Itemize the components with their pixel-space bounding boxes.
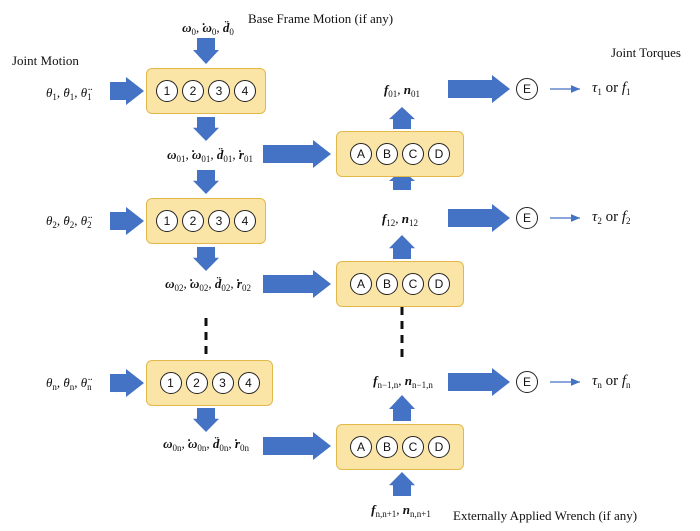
arrow-joint1-in (110, 77, 144, 105)
arrow-vel01-to-box (263, 140, 331, 168)
step-circle-d: D (428, 273, 450, 295)
joint-input-1: θ1, θ1, θ̈1 (46, 85, 92, 102)
step-circle-b: B (376, 143, 398, 165)
joint-motion-heading: Joint Motion (12, 53, 79, 68)
step-circle-2: 2 (185, 372, 208, 394)
step-circle-4: 4 (237, 372, 260, 394)
arrow-joint2-in (110, 207, 144, 235)
torque-label-1: τ1 or f1 (592, 80, 631, 97)
velocity-label-02: ω02, ω02, d̈02, r02 (165, 276, 251, 293)
step-circle-4: 4 (234, 80, 256, 102)
output-step-circle-2: E (516, 207, 538, 229)
step-circle-2: 2 (182, 80, 204, 102)
external-force-label: fn,n+1, nn,n+1 (371, 502, 431, 519)
step-circle-3: 3 (211, 372, 234, 394)
step-circle-1: 1 (159, 372, 182, 394)
joint-input-2: θ2, θ2, θ̈2 (46, 213, 92, 230)
step-circle-1: 1 (156, 80, 178, 102)
arrow-box2-to-f12 (389, 235, 415, 259)
joint-torques-heading: Joint Torques (611, 45, 681, 60)
step-circle-b: B (376, 436, 398, 458)
step-circle-d: D (428, 436, 450, 458)
arrow-external-to-box (389, 472, 415, 496)
step-circle-d: D (428, 143, 450, 165)
torque-label-n: τn or fn (592, 373, 631, 390)
force-label-12: f12, n12 (381, 211, 419, 228)
arrow-to-box2 (193, 170, 219, 194)
step-circle-3: 3 (208, 210, 230, 232)
dashed-continuation-lines (204, 307, 404, 362)
thin-output-arrows (550, 85, 580, 386)
step-circle-c: C (402, 273, 424, 295)
base-frame-heading: Base Frame Motion (if any) (248, 11, 394, 26)
arrow-jointn-in (110, 369, 144, 397)
arrow-f01-to-e (448, 75, 510, 103)
arrow-vel0n-to-box (263, 432, 331, 460)
velocity-label-01: ω01, ω01, d̈01, r01 (167, 147, 253, 164)
arrow-boxn-up (389, 395, 415, 421)
step-circle-a: A (350, 143, 372, 165)
joint-input-n: θn, θn, θ̈n (46, 375, 92, 392)
output-step-circle-n: E (516, 371, 538, 393)
block-arrows (110, 38, 510, 496)
velocity-label-0n: ω0n, ω0n, d̈0n, r0n (163, 436, 249, 453)
step-circle-a: A (350, 436, 372, 458)
arrow-f12-to-box1 (389, 170, 415, 190)
step-circle-c: C (402, 436, 424, 458)
arrow-box2-down (193, 247, 219, 271)
step-circle-c: C (402, 143, 424, 165)
torque-label-2: τ2 or f2 (592, 209, 631, 226)
step-circle-b: B (376, 273, 398, 295)
step-circle-a: A (350, 273, 372, 295)
step-circle-1: 1 (156, 210, 178, 232)
external-wrench-heading: Externally Applied Wrench (if any) (453, 508, 638, 523)
arrow-box1-to-f01 (389, 107, 415, 129)
step-circle-4: 4 (234, 210, 256, 232)
arrow-boxn-down (193, 408, 219, 432)
arrow-base-to-box1 (193, 38, 219, 64)
force-label-01: f01, n01 (383, 82, 421, 99)
step-circle-3: 3 (208, 80, 230, 102)
step-circle-2: 2 (182, 210, 204, 232)
force-label-n: fn−1,n, nn−1,n (373, 373, 433, 390)
arrow-vel02-to-box (263, 270, 331, 298)
output-step-circle-1: E (516, 78, 538, 100)
arrow-fn-to-e (448, 368, 510, 396)
arrow-box1-down (193, 117, 219, 141)
base-motion-label: ω0, ω0, d̈0 (182, 20, 234, 37)
arrow-f12-to-e (448, 204, 510, 232)
